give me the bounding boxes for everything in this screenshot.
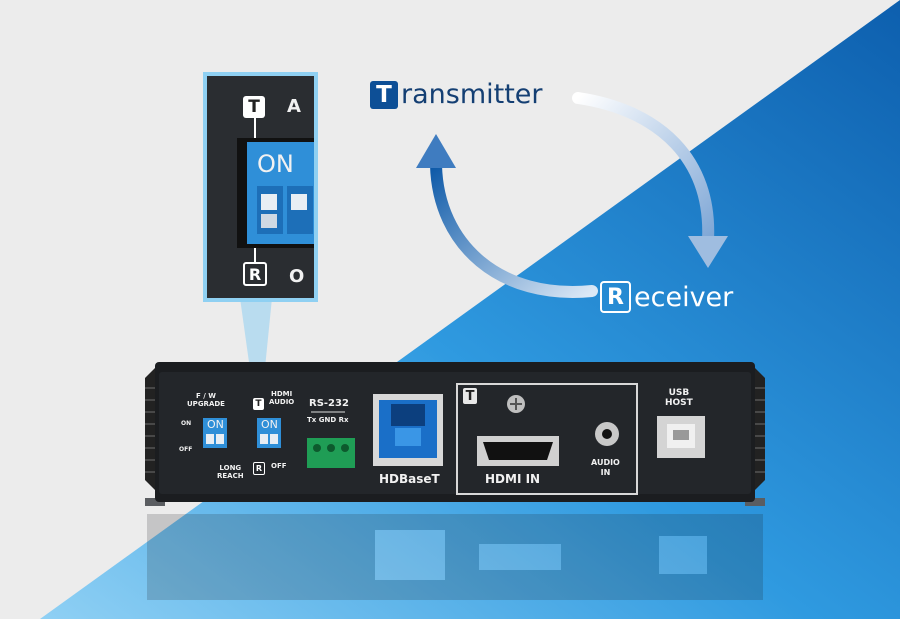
rs232-label: RS-232 — [309, 398, 349, 409]
device-r-badge: R — [253, 462, 265, 475]
off-label: OFF — [271, 462, 287, 470]
arrow-to-transmitter — [430, 159, 598, 298]
audio-in-label: AUDIO IN — [591, 458, 620, 477]
device-t-badge: T — [253, 398, 264, 410]
hdbaset-label: HDBaseT — [379, 472, 440, 486]
long-reach-label: LONG REACH — [217, 464, 244, 480]
panel-t-badge: T — [463, 388, 477, 404]
transmitter-text: ransmitter — [401, 79, 543, 110]
transmitter-badge: T — [370, 80, 398, 109]
hdmi-in-label: HDMI IN — [485, 472, 541, 486]
zoom-r-badge: R — [243, 262, 267, 286]
on-marker: ON — [181, 420, 192, 427]
zoom-t-badge: T — [243, 96, 265, 118]
transmitter-label: T ransmitter — [370, 79, 543, 110]
receiver-label: R eceiver — [600, 281, 733, 313]
receiver-text: eceiver — [634, 281, 734, 313]
arrow-head-down — [688, 236, 728, 268]
fw-upgrade-label: F / W UPGRADE — [187, 392, 225, 408]
receiver-badge: R — [600, 281, 631, 313]
switch2-on-label: ON — [261, 418, 278, 431]
dip-switch-zoom: T A ON R O — [203, 72, 318, 302]
zoom-bottom-letter: O — [289, 266, 305, 287]
zoom-top-letter: A — [287, 96, 301, 117]
arrow-to-receiver — [572, 92, 715, 246]
rs232-pins: Tx GND Rx — [307, 416, 349, 424]
off-marker: OFF — [179, 446, 193, 453]
extender-device: F / W UPGRADE ON OFF LONG REACH ON ON T … — [95, 358, 815, 506]
arrow-head-up — [416, 134, 456, 168]
device-reflection — [147, 514, 763, 600]
zoom-on-label: ON — [257, 150, 294, 178]
hdmi-audio-label: HDMI AUDIO — [269, 390, 295, 406]
usb-host-label: USB HOST — [665, 388, 693, 408]
switch1-on-label: ON — [207, 418, 224, 431]
